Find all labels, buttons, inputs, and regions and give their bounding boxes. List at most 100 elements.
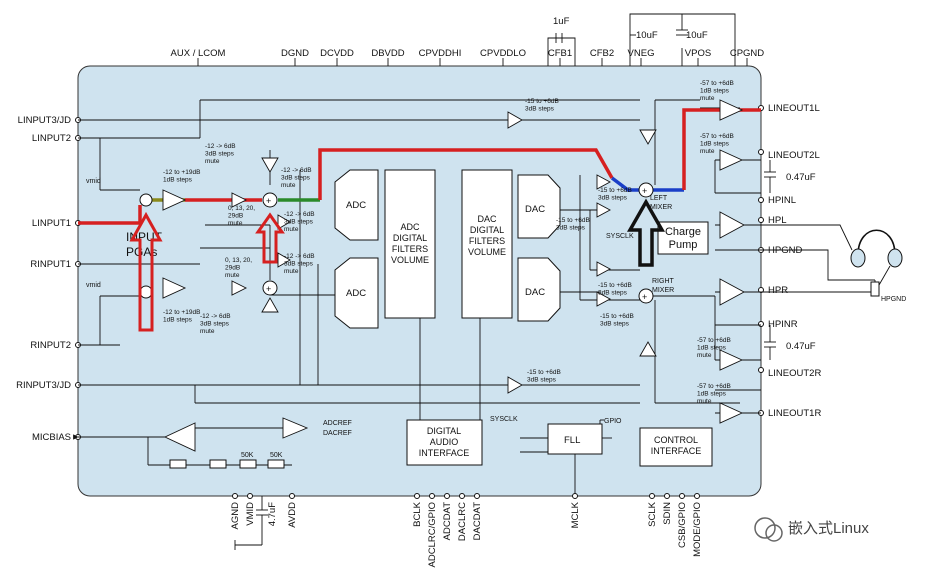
sysclk-label: SYSCLK [490, 416, 518, 423]
right-mixer-line1: RIGHT [652, 278, 675, 285]
top-pin-8: VNEG [628, 48, 655, 59]
right-pin-1: LINEOUT2L [768, 150, 820, 161]
top-pin-4: CPVDDHI [419, 48, 462, 59]
gain-lineout2r-0: -57 to +6dB [697, 337, 731, 344]
left-pin-3: RINPUT1 [30, 259, 71, 270]
gain-boost-right-a-1: 3dB steps [200, 321, 230, 328]
dac-filters-text-line-3: VOLUME [468, 247, 506, 257]
micbias-amp [163, 422, 196, 452]
adc-filters-text-line-1: DIGITAL [393, 233, 427, 243]
gain-boost-left-b-2: mute [281, 182, 296, 189]
svg-text:+: + [642, 292, 647, 302]
bottom-pin-audio-4: DACDAT [472, 502, 483, 541]
gain-lineout1l-1: 1dB steps [700, 88, 730, 95]
path-bypass [318, 148, 614, 200]
right-pin-5: HPR [768, 285, 788, 296]
bypass-amp-top [507, 111, 523, 129]
bottom-pin-audio-3: DACLRC [457, 502, 468, 541]
top-pin-9: VPOS [685, 48, 711, 59]
lineout2l-amp [719, 149, 744, 171]
gain-mixer-1-1: 3dB steps [598, 195, 628, 202]
gain-boost-right-a-0: -12 -> 6dB [200, 313, 231, 320]
lineout2r-amp [719, 349, 744, 371]
gain-boost-steps-left-0: 0, 13, 20, [228, 205, 255, 212]
dai-text-line-0: DIGITAL [427, 426, 461, 436]
gain-mixer-1-0: -15 to +6dB [598, 187, 632, 194]
boost-amp-a [231, 192, 248, 208]
boost-amp-e [261, 297, 279, 313]
resistor-1 [169, 459, 187, 469]
hpl-amp [719, 211, 745, 239]
dac-right-block [517, 257, 561, 322]
top-pin-5: CPVDDLO [480, 48, 526, 59]
gain-mixer-4-1: 3dB steps [600, 321, 630, 328]
gain-lineout1r-0: -57 to +6dB [697, 383, 731, 390]
gain-bypass-bottom-1: 3dB steps [527, 377, 557, 384]
right-pin-2: HPINL [768, 195, 796, 206]
lineout1l-amp [719, 99, 744, 121]
gain-boost-left-c-0: -12 -> 6dB [284, 211, 315, 218]
gain-boost-left-a-0: -12 -> 6dB [205, 143, 236, 150]
right-pin-6: HPINR [768, 319, 798, 330]
gain-lineout2l-1: 1dB steps [700, 141, 730, 148]
gain-boost-right-b-1: 3dB steps [284, 261, 314, 268]
boost-mixer-right [262, 280, 278, 296]
mixer-amp-4 [596, 291, 611, 307]
resistor-4 [267, 459, 285, 469]
bottom-pin-mclk: MCLK [570, 501, 581, 528]
dac-filters-block [461, 169, 513, 319]
bottom-pin-left-2: AVDD [287, 502, 298, 528]
gain-boost-left-a-2: mute [205, 158, 220, 165]
vmid-label-top: vmid [86, 178, 101, 185]
pga-node-left [139, 193, 153, 207]
gpio-label: GPIO [604, 418, 622, 425]
right-pin-0: LINEOUT1L [768, 103, 820, 114]
gain-boost-left-b-0: -12 -> 6dB [281, 167, 312, 174]
pga-left [162, 189, 187, 211]
top-cap-network: 1uF 10uF 10uF [547, 13, 736, 66]
fll-label: FLL [564, 435, 580, 446]
control-interface [639, 427, 713, 467]
right-pin-7: LINEOUT2R [768, 368, 821, 379]
gain-lineout2l-0: -57 to +6dB [700, 133, 734, 140]
amplifiers [162, 99, 745, 452]
ctrl-text-line-0: CONTROL [654, 435, 698, 445]
gain-lineout2r-2: mute [697, 352, 712, 359]
adcref-label: ADCREF [323, 420, 352, 427]
top-pin-2: DCVDD [320, 48, 354, 59]
gain-pga-left-1: 1dB steps [163, 177, 193, 184]
gain-mixer-3-1: 3dB steps [598, 290, 628, 297]
cap-label-10uF-a: 10uF [636, 30, 658, 41]
red-arrow-boost [255, 212, 285, 264]
top-pin-0: AUX / LCOM [171, 48, 226, 59]
right-pin-group: LINEOUT1LLINEOUT2LHPINLHPLHPGNDHPRHPINRL… [758, 103, 821, 419]
gain-boost-right-b-0: -12 -> 6dB [284, 253, 315, 260]
gain-lineout1r-2: mute [697, 398, 712, 405]
top-pin-6: CFB1 [548, 48, 572, 59]
boost-amp-b [261, 157, 279, 173]
gain-lineout1l-2: mute [700, 95, 715, 102]
cp-text-line-0: Charge [665, 226, 701, 238]
bottom-pin-ctrl-3: MODE/GPIO [692, 502, 703, 557]
right-pin-3: HPL [768, 215, 786, 226]
dac-filters-text-line-1: DIGITAL [470, 225, 504, 235]
input-pgas-line2: PGAs [126, 245, 157, 259]
bottom-pin-audio-1: ADCLRC/GPIO [427, 502, 438, 567]
charge-pump-block [657, 221, 709, 255]
left-pin-2: LINPUT1 [32, 218, 71, 229]
mixer-amp-2 [596, 202, 611, 218]
left-mixer-node [638, 182, 654, 198]
mixer-amp-3 [596, 261, 611, 277]
dac-filters-text-line-0: DAC [477, 214, 497, 224]
bottom-pin-audio-2: ADCDAT [442, 502, 453, 541]
sysclk-short-label: SYSCLK [606, 233, 634, 240]
right-mixer-node [638, 288, 654, 304]
watermark: 嵌入式Linux [754, 517, 869, 542]
gain-boost-left-c-1: 3dB steps [284, 219, 314, 226]
path-mixer-in [610, 176, 640, 192]
gain-boost-steps-left-2: mute [228, 220, 243, 227]
